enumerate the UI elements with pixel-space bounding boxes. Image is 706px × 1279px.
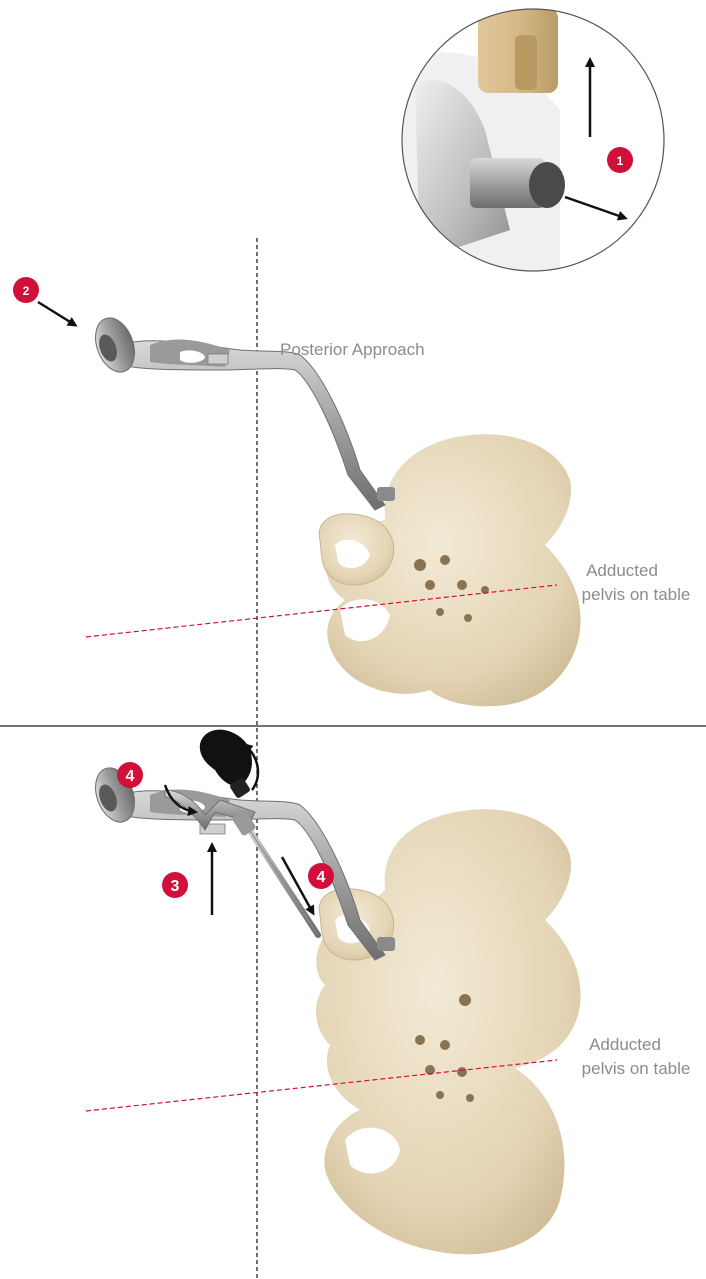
release-button-cap (529, 162, 565, 208)
step-label-4-shaft: 4 (317, 869, 326, 886)
step-label-2: 2 (23, 284, 30, 298)
approach-label: Posterior Approach (280, 340, 425, 359)
arrow-step2-icon (38, 302, 75, 325)
pelvis-label-top-line1: Adducted (586, 561, 658, 580)
pelvis-label-top-line2: pelvis on table (582, 585, 691, 604)
pelvis-bottom (316, 809, 581, 1254)
bottom-scene: 4 4 3 Adducted pelvis on table (86, 730, 690, 1255)
detail-inset: 1 (400, 8, 670, 290)
driver-handle (200, 730, 252, 786)
step-label-1: 1 (617, 154, 624, 168)
pelvis-label-bottom-line2: pelvis on table (582, 1059, 691, 1078)
top-scene: 2 Posterior Approach Adducted pelvis on … (13, 277, 690, 706)
step-label-4-handle: 4 (126, 768, 135, 785)
step-label-3: 3 (171, 878, 180, 895)
pelvis-label-bottom-line1: Adducted (589, 1035, 661, 1054)
